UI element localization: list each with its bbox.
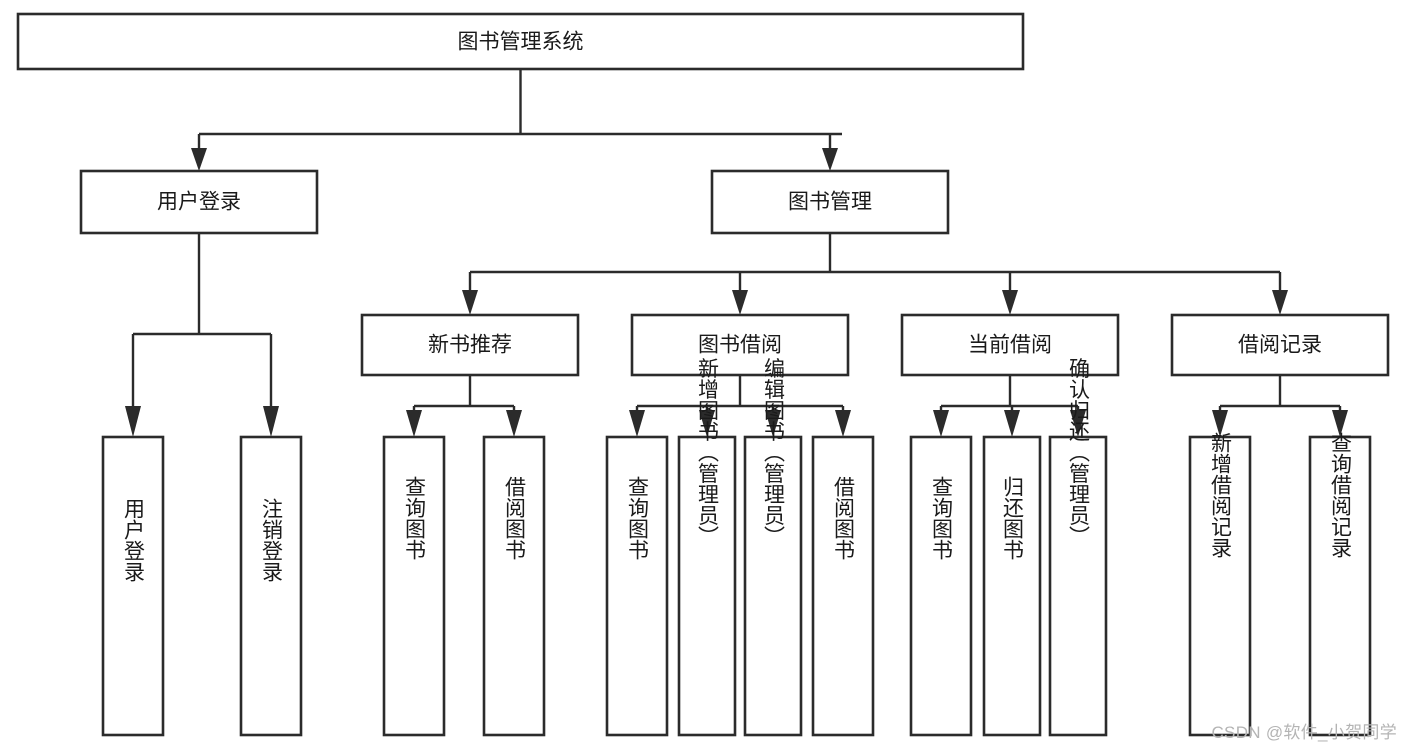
node-leaf-logout-box[interactable] (239, 435, 303, 737)
node-leaf-logout-label: 注销登录 (260, 498, 284, 582)
node-current-borrow-box[interactable] (900, 313, 1120, 377)
node-leaf-user-login-label: 用户登录 (122, 498, 146, 582)
node-borrow-record[interactable]: 借阅记录 (1170, 313, 1390, 377)
nodes-layer: 图书管理系统 用户登录 图书管理 新书推荐 图书借阅 (16, 12, 1390, 737)
node-user-login-label: 用户登录 (157, 191, 241, 214)
arrow-to-borrow-record (1272, 290, 1288, 315)
node-leaf-borrow-book-b-label: 借阅图书 (832, 476, 856, 560)
node-leaf-borrow-book-a-label: 借阅图书 (503, 476, 527, 560)
csdn-watermark: CSDN @软件_小贺同学 (1211, 723, 1397, 742)
node-leaf-user-login-box[interactable] (101, 435, 165, 737)
arrow-to-leaf-borrow-book-b (835, 410, 851, 437)
node-leaf-query-book-c-label: 查询图书 (930, 476, 954, 560)
node-leaf-borrow-book-b-box[interactable] (811, 435, 875, 737)
node-leaf-query-book-c-box[interactable] (909, 435, 973, 737)
node-leaf-query-book-c[interactable]: 查询图书 (909, 435, 973, 737)
node-leaf-add-record[interactable]: 新增借阅记录 (1188, 432, 1252, 737)
node-leaf-logout[interactable]: 注销登录 (239, 435, 303, 737)
node-leaf-borrow-book-b[interactable]: 借阅图书 (811, 435, 875, 737)
arrow-to-leaf-logout (263, 406, 279, 437)
node-leaf-query-record-label: 查询借阅记录 (1329, 432, 1353, 558)
node-leaf-confirm-return-label: 确认归还（管理员） (1067, 358, 1091, 547)
node-leaf-return-book-label: 归还图书 (1001, 476, 1025, 560)
node-new-book-rec-box[interactable] (360, 313, 580, 377)
arrow-to-leaf-query-book-a (406, 410, 422, 437)
arrow-to-leaf-user-login (125, 406, 141, 437)
arrow-to-leaf-return-book (1004, 410, 1020, 437)
node-leaf-edit-book[interactable]: 编辑图书（管理员） (743, 358, 803, 737)
node-current-borrow[interactable]: 当前借阅 (900, 313, 1120, 377)
arrow-to-user-login (191, 148, 207, 171)
arrow-to-leaf-query-book-b (629, 410, 645, 437)
node-borrow-record-box[interactable] (1170, 313, 1390, 377)
node-leaf-query-record[interactable]: 查询借阅记录 (1308, 432, 1372, 737)
node-leaf-query-book-a[interactable]: 查询图书 (382, 435, 446, 737)
node-user-login-box[interactable] (79, 169, 319, 235)
node-leaf-query-book-a-label: 查询图书 (403, 476, 427, 560)
arrow-to-book-borrow (732, 290, 748, 315)
node-leaf-edit-book-box[interactable] (743, 435, 803, 737)
node-book-borrow[interactable]: 图书借阅 (630, 313, 850, 377)
node-root[interactable]: 图书管理系统 (16, 12, 1025, 71)
node-leaf-query-book-b[interactable]: 查询图书 (605, 435, 669, 737)
node-book-mgmt[interactable]: 图书管理 (710, 169, 950, 235)
node-leaf-add-book[interactable]: 新增图书（管理员） (677, 358, 737, 737)
node-leaf-add-record-label: 新增借阅记录 (1209, 432, 1233, 558)
node-leaf-borrow-book-a[interactable]: 借阅图书 (482, 435, 546, 737)
node-leaf-return-book-box[interactable] (982, 435, 1042, 737)
arrow-to-leaf-edit-book (765, 410, 781, 437)
edges-layer (125, 69, 1348, 437)
arrow-to-new-book-rec (462, 290, 478, 315)
node-leaf-add-book-box[interactable] (677, 435, 737, 737)
arrow-to-leaf-borrow-book-a (506, 410, 522, 437)
node-leaf-confirm-return[interactable]: 确认归还（管理员） (1048, 358, 1108, 737)
node-leaf-add-record-box[interactable] (1188, 435, 1252, 737)
arrow-to-current-borrow (1002, 290, 1018, 315)
node-leaf-return-book[interactable]: 归还图书 (982, 435, 1042, 737)
node-leaf-user-login[interactable]: 用户登录 (101, 435, 165, 737)
node-root-label: 图书管理系统 (458, 31, 584, 54)
node-book-mgmt-box[interactable] (710, 169, 950, 235)
arrow-to-leaf-confirm-return (1070, 410, 1086, 437)
node-leaf-query-book-b-box[interactable] (605, 435, 669, 737)
node-leaf-query-book-a-box[interactable] (382, 435, 446, 737)
node-borrow-record-label: 借阅记录 (1238, 334, 1322, 357)
node-leaf-confirm-return-box[interactable] (1048, 435, 1108, 737)
node-leaf-query-book-b-label: 查询图书 (626, 476, 650, 560)
node-new-book-rec-label: 新书推荐 (428, 334, 512, 357)
node-leaf-borrow-book-a-box[interactable] (482, 435, 546, 737)
arrow-to-leaf-add-book (699, 410, 715, 437)
arrow-to-leaf-query-record (1332, 410, 1348, 437)
node-book-borrow-box[interactable] (630, 313, 850, 377)
node-user-login[interactable]: 用户登录 (79, 169, 319, 235)
arrow-to-leaf-add-record (1212, 410, 1228, 437)
node-book-mgmt-label: 图书管理 (788, 191, 872, 214)
node-root-box[interactable] (16, 12, 1025, 71)
arrow-to-book-mgmt (822, 148, 838, 171)
node-leaf-add-book-label: 新增图书（管理员） (696, 358, 720, 547)
node-leaf-query-record-box[interactable] (1308, 435, 1372, 737)
node-book-borrow-label: 图书借阅 (698, 334, 782, 357)
node-leaf-edit-book-label: 编辑图书（管理员） (762, 358, 786, 547)
arrow-to-leaf-query-book-c (933, 410, 949, 437)
node-current-borrow-label: 当前借阅 (968, 334, 1052, 357)
node-new-book-rec[interactable]: 新书推荐 (360, 313, 580, 377)
